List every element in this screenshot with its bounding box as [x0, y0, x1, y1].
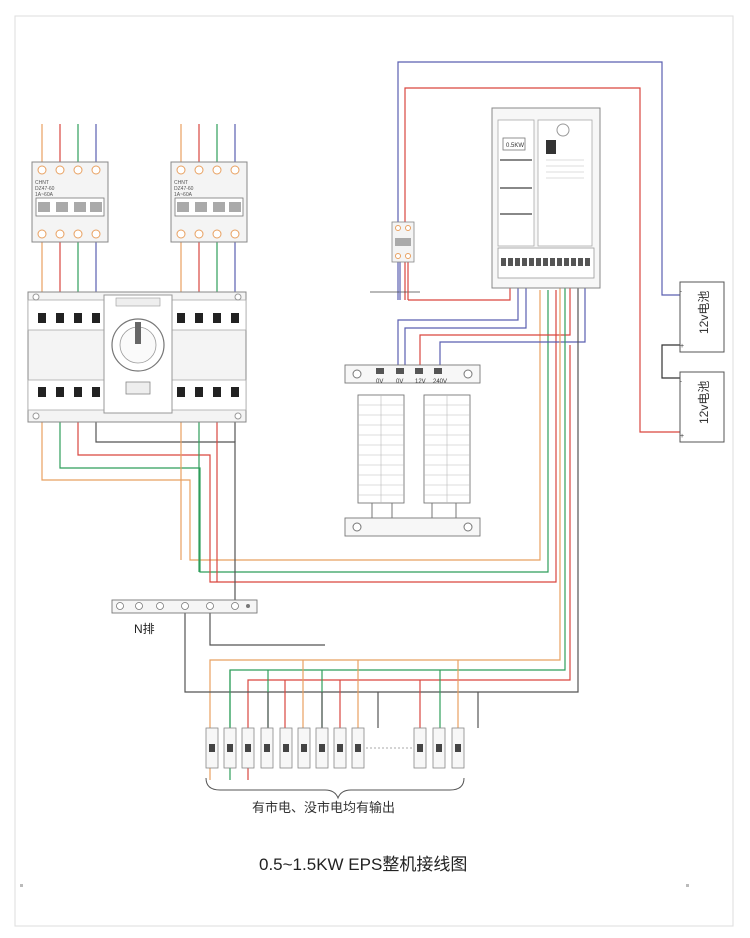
battery-top-label: 12v电池 — [697, 291, 711, 334]
output-brace — [205, 777, 465, 800]
inverter-power-label: 0.5KW — [506, 143, 524, 149]
breaker-left-model: DZ47-60 — [35, 186, 55, 192]
battery-bottom: - + 12v电池 — [679, 371, 725, 443]
diagram-title: 0.5~1.5KW EPS整机接线图 — [259, 855, 468, 874]
transformer-tap-1: 0V — [376, 379, 383, 385]
transfer-switch — [27, 291, 247, 423]
svg-text:-: - — [680, 379, 682, 385]
page-border — [14, 15, 734, 927]
breaker-right: CHNT DZ47-60 1A~60A — [170, 161, 248, 243]
inverter-unit: 0.5KW — [491, 107, 601, 289]
inverter-power-box — [502, 137, 526, 151]
breaker-left: CHNT DZ47-60 1A~60A — [31, 161, 109, 243]
svg-text:+: + — [680, 343, 684, 350]
neutral-bar: N排 — [111, 599, 258, 636]
small-breaker — [391, 221, 415, 263]
transformer: 0V 0V 12V 240V — [344, 364, 481, 537]
battery-bottom-label: 12v电池 — [697, 381, 711, 424]
breaker-left-rating: 1A~60A — [35, 192, 54, 198]
breaker-right-rating: 1A~60A — [174, 192, 193, 198]
output-note: 有市电、没市电均有输出 — [252, 800, 396, 815]
battery-top: - + 12v电池 — [679, 281, 725, 353]
svg-text:-: - — [680, 289, 682, 295]
transformer-tap-2: 0V — [396, 379, 403, 385]
transformer-tap-3: 12V — [415, 379, 426, 385]
breaker-right-brand: CHNT — [174, 180, 188, 186]
output-breakers — [205, 727, 465, 769]
breaker-right-model: DZ47-60 — [174, 186, 194, 192]
svg-text:+: + — [680, 433, 684, 440]
output-breaker-handles — [209, 744, 461, 752]
corner-marks — [20, 884, 689, 887]
transformer-tap-4: 240V — [433, 379, 447, 385]
neutral-bar-label: N排 — [134, 622, 155, 636]
breaker-left-brand: CHNT — [35, 180, 49, 186]
